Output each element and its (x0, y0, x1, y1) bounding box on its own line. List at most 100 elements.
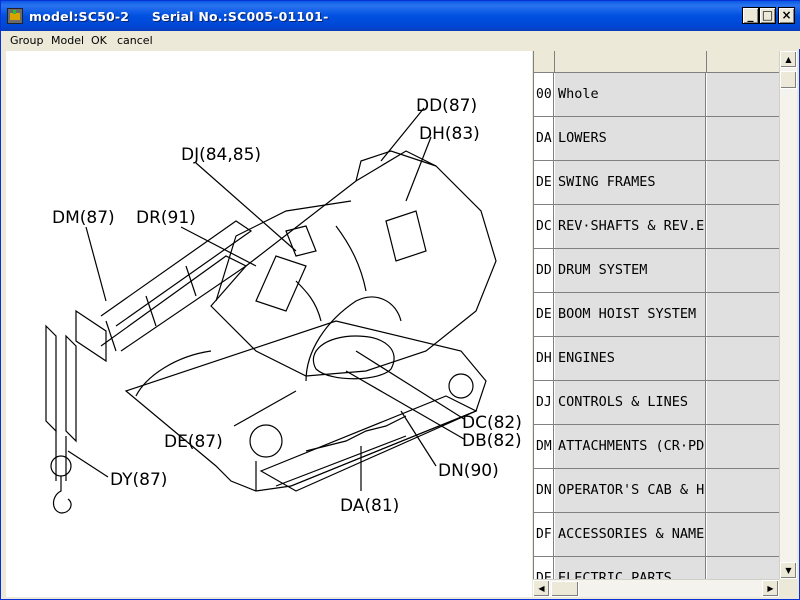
callout-dr[interactable]: DR(91) (136, 208, 196, 228)
leader-dj (195, 162, 297, 252)
roller-line (305, 415, 407, 452)
horizontal-scroll-thumb[interactable] (551, 581, 579, 597)
callout-dm[interactable]: DM(87) (52, 208, 115, 228)
grid-cell-name: BOOM HOIST SYSTEM (555, 293, 706, 336)
grid-cell-extra (707, 381, 780, 424)
scroll-up-icon[interactable]: ▲ (780, 51, 797, 68)
grid-cell-code: DA (534, 117, 554, 160)
leader-de (233, 390, 297, 427)
track-edges (255, 410, 477, 491)
grid-cell-code: 00 (534, 73, 554, 116)
callout-dd[interactable]: DD(87) (416, 96, 477, 116)
maximize-button[interactable]: □ (759, 7, 776, 24)
window-title: model:SC50-2 Serial No.:SC005-01101- (29, 9, 329, 24)
crane-app-icon (7, 8, 23, 24)
grid-cell-code: DH (534, 337, 554, 380)
cab-outline (215, 200, 352, 302)
engine-block (385, 210, 427, 262)
vertical-scroll-thumb[interactable] (780, 71, 797, 89)
minimize-button[interactable]: _ (742, 7, 759, 24)
grid-cell-extra (707, 73, 780, 116)
engine-cover (355, 150, 437, 182)
callout-dc[interactable]: DC(82) (462, 413, 522, 433)
close-button[interactable]: × (778, 7, 795, 24)
grid-cell-name: OPERATOR'S CAB & HO (555, 469, 706, 512)
grid-cell-name: LOWERS (555, 117, 706, 160)
grid-cell-extra (707, 161, 780, 204)
scroll-down-icon[interactable]: ▼ (780, 562, 797, 579)
boom-lower (100, 255, 248, 352)
grid-cell-extra (707, 425, 780, 468)
upper-frame (210, 150, 497, 377)
callout-dj[interactable]: DJ(84,85) (181, 145, 261, 165)
callout-da[interactable]: DA(81) (340, 496, 399, 516)
grid-cell-extra (707, 249, 780, 292)
menu-model[interactable]: Model (51, 34, 85, 47)
idler-wheel (249, 424, 283, 458)
grid-cell-code: DD (534, 249, 554, 292)
leader-db (345, 370, 465, 440)
leader-dn (400, 410, 437, 467)
leader-lines (67, 107, 465, 491)
grid-cell-extra (707, 293, 780, 336)
boom-upper (100, 220, 253, 327)
leader-dc (355, 350, 465, 420)
grid-cell-name: ENGINES (555, 337, 706, 380)
callout-dy[interactable]: DY(87) (110, 470, 167, 490)
grid-cell-code: DJ (534, 381, 554, 424)
callout-de[interactable]: DE(87) (164, 432, 223, 452)
title-bar[interactable]: model:SC50-2 Serial No.:SC005-01101- _ □… (1, 1, 800, 31)
grid-cell-name: SWING FRAMES (555, 161, 706, 204)
callout-labels: DD(87) DH(83) DJ(84,85) DM(87) DR(91) DE… (52, 96, 522, 516)
leader-dy (67, 450, 109, 478)
grid-cell-code: DF (534, 513, 554, 556)
hydraulic-hose-1 (295, 280, 322, 322)
callout-dn[interactable]: DN(90) (438, 461, 499, 481)
grid-cell-extra (707, 469, 780, 512)
control-valve (255, 255, 307, 312)
parts-diagram[interactable]: DD(87) DH(83) DJ(84,85) DM(87) DR(91) DE… (6, 51, 532, 597)
menu-group[interactable]: Group (10, 34, 44, 47)
scroll-left-icon[interactable]: ◀ (533, 580, 550, 597)
grid-cell-code: DC (534, 205, 554, 248)
grid-cell-code: DE (534, 161, 554, 204)
leader-dm (85, 226, 107, 302)
hoist-rope (55, 431, 67, 481)
horizontal-scrollbar[interactable]: ◀ ▶ (533, 579, 779, 597)
callout-db[interactable]: DB(82) (462, 431, 522, 451)
counterweight (285, 225, 317, 257)
hook-block-plate (65, 334, 77, 443)
grid-cell-name: ACCESSORIES & NAME (555, 513, 706, 556)
vertical-scrollbar[interactable]: ▲ ▼ (779, 51, 797, 579)
callout-dh[interactable]: DH(83) (419, 124, 480, 144)
grid-cell-name: ATTACHMENTS (CR·PD (555, 425, 706, 468)
leader-dr (180, 226, 257, 267)
hook-block-upper (45, 324, 57, 433)
grid-cell-name: Whole (555, 73, 706, 116)
grid-cell-name: DRUM SYSTEM (555, 249, 706, 292)
slewing-ring (312, 335, 395, 380)
sprocket (448, 373, 474, 399)
turntable-body (305, 296, 402, 382)
hydraulic-hose-2 (335, 225, 367, 292)
menu-bar: Group Model OK cancel (1, 31, 800, 49)
scroll-right-icon[interactable]: ▶ (762, 580, 779, 597)
grid-header-code (534, 51, 555, 73)
grid-header (534, 51, 780, 73)
grid-cell-extra (707, 337, 780, 380)
grid-cell-extra (707, 513, 780, 556)
menu-cancel[interactable]: cancel (117, 34, 153, 47)
menu-ok[interactable]: OK (91, 34, 107, 47)
